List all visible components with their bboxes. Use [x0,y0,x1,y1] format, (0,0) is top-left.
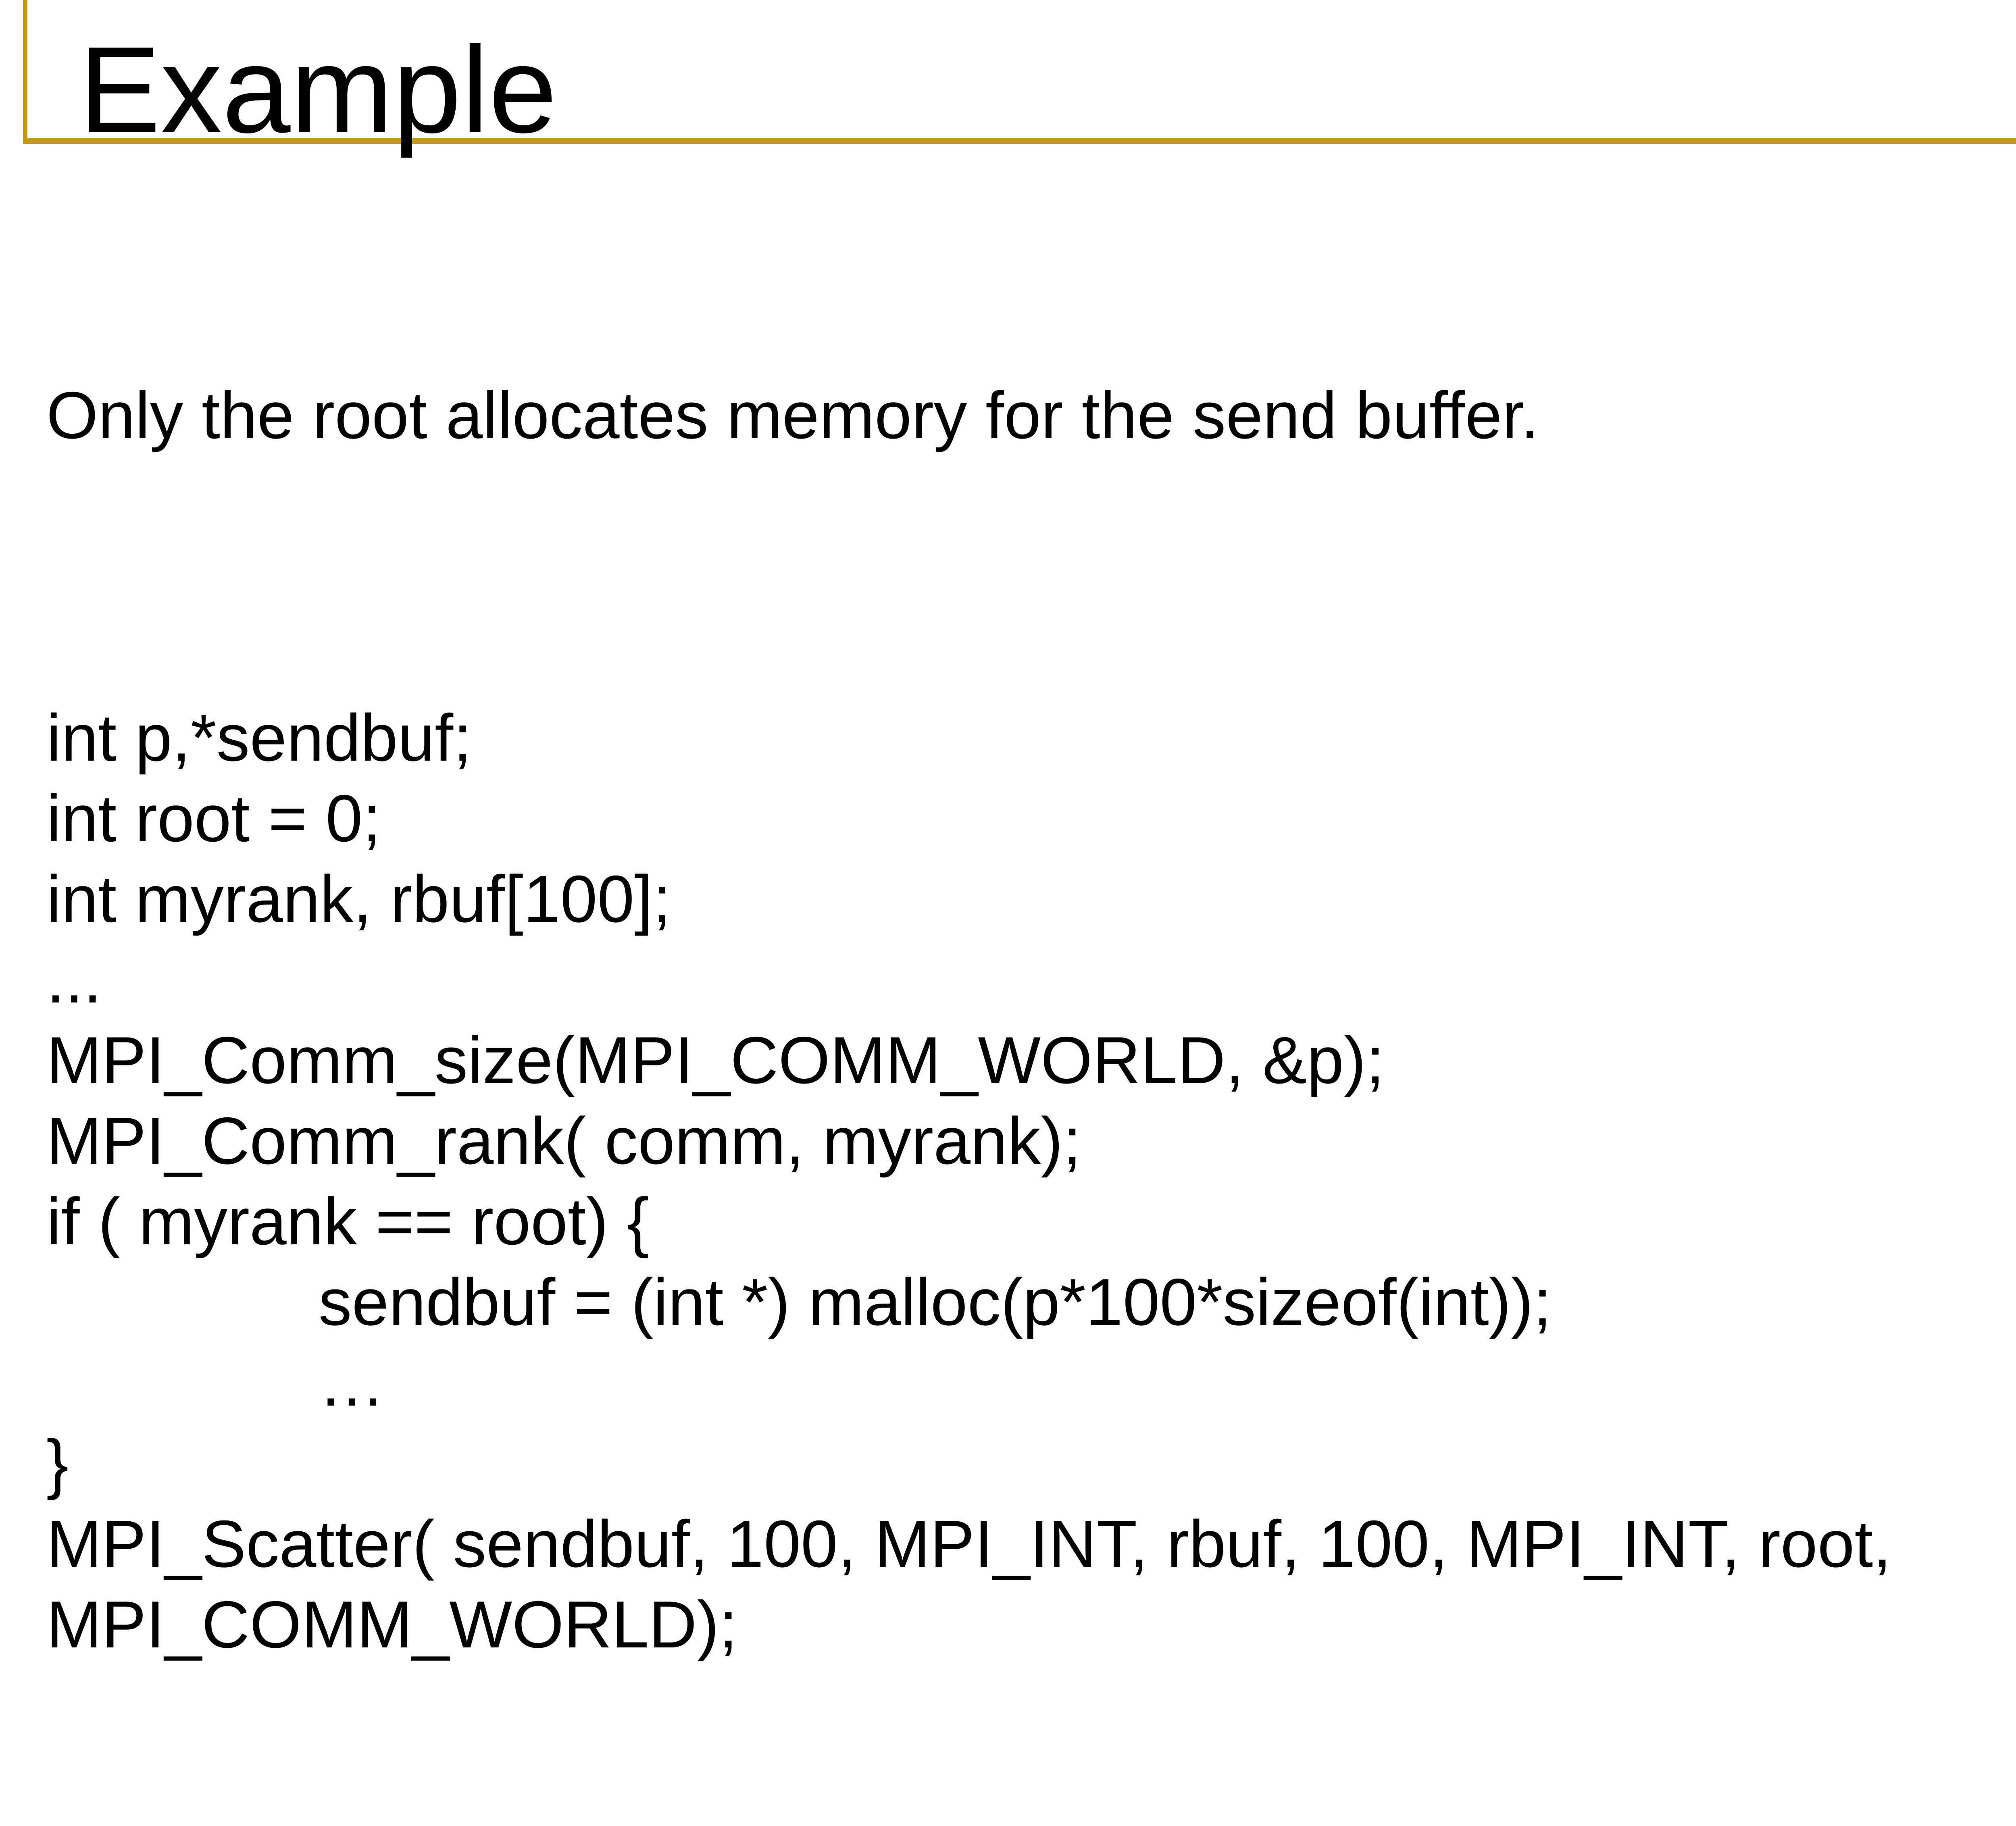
accent-vertical-line [23,0,27,144]
code-line: sendbuf = (int *) malloc(p*100*sizeof(in… [319,1265,1552,1339]
code-line: int p,*sendbuf; [46,701,472,775]
code-line: MPI_Comm_size(MPI_COMM_WORLD, &p); [46,1023,1385,1097]
code-line: ... [46,942,102,1017]
code-line: int root = 0; [46,781,381,855]
code-line: MPI_Scatter( sendbuf, 100, MPI_INT, rbuf… [46,1507,1892,1581]
slide-title: Example [79,21,557,158]
slide: Example Only the root allocates memory f… [23,0,2016,1662]
code-line: … [319,1346,385,1420]
title-underline-rule [23,138,2016,144]
code-line: } [46,1426,69,1500]
slide-body: Only the root allocates memory for the s… [46,214,2016,1826]
intro-text: Only the root allocates memory for the s… [46,378,1539,452]
code-line: MPI_Comm_rank( comm, myrank); [46,1104,1082,1178]
code-line: if ( myrank == root) { [46,1184,649,1258]
code-line: int myrank, rbuf[100]; [46,862,671,936]
code-block: int p,*sendbuf;int root = 0;int myrank, … [46,697,2016,1665]
code-line: MPI_COMM_WORLD); [46,1587,738,1662]
